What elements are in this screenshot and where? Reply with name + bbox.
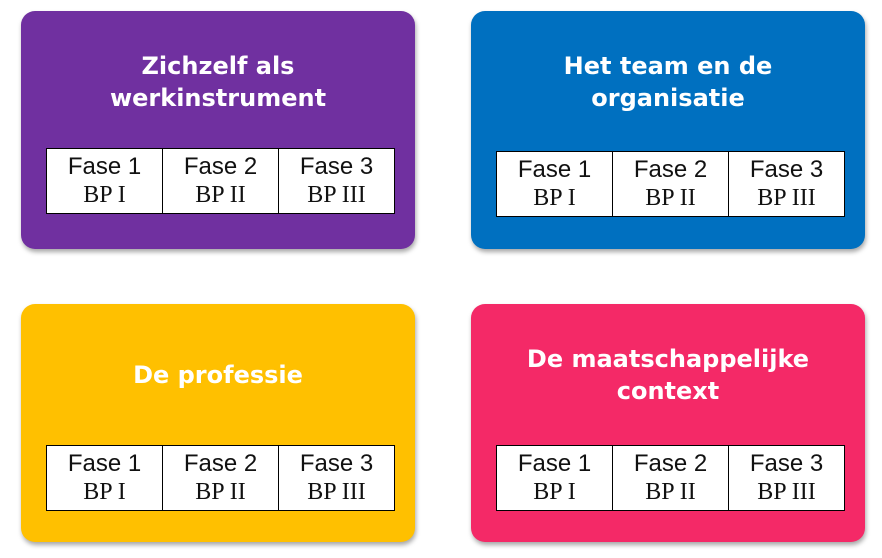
phase-bp: BP II: [195, 479, 246, 505]
card-title-line: Het team en de: [563, 52, 773, 80]
phase-bp: BP III: [307, 479, 366, 505]
card-title-line: Zichzelf als: [141, 52, 295, 80]
phase-bp: BP II: [195, 182, 246, 208]
phase-name: Fase 3: [749, 450, 824, 477]
card-title: De maatschappelijke context: [471, 343, 865, 407]
card-title-line: organisatie: [591, 84, 745, 112]
card-title: De professie: [21, 359, 415, 391]
phase-name: Fase 3: [299, 450, 374, 477]
card-title: Het team en de organisatie: [471, 50, 865, 114]
card-title-line: De maatschappelijke: [526, 345, 810, 373]
phase-name: Fase 1: [67, 153, 142, 180]
phase-bp: BP I: [83, 182, 126, 208]
card-title-line: De professie: [133, 361, 303, 389]
phase-bp: BP I: [533, 479, 576, 505]
phase-name: Fase 2: [183, 450, 258, 477]
phase-name: Fase 2: [633, 450, 708, 477]
phase-bp: BP II: [645, 185, 696, 211]
phase-name: Fase 1: [517, 450, 592, 477]
phase-name: Fase 3: [749, 156, 824, 183]
phase-name: Fase 1: [517, 156, 592, 183]
card-title: Zichzelf als werkinstrument: [21, 50, 415, 114]
phase-bp: BP III: [757, 479, 816, 505]
phase-bp: BP I: [533, 185, 576, 211]
phase-bp: BP I: [83, 479, 126, 505]
phase-name: Fase 2: [183, 153, 258, 180]
phase-bp: BP II: [645, 479, 696, 505]
phase-bp: BP III: [757, 185, 816, 211]
phase-name: Fase 2: [633, 156, 708, 183]
card-title-line: werkinstrument: [109, 84, 327, 112]
phase-name: Fase 3: [299, 153, 374, 180]
phase-name: Fase 1: [67, 450, 142, 477]
card-title-line: context: [616, 377, 720, 405]
phase-bp: BP III: [307, 182, 366, 208]
